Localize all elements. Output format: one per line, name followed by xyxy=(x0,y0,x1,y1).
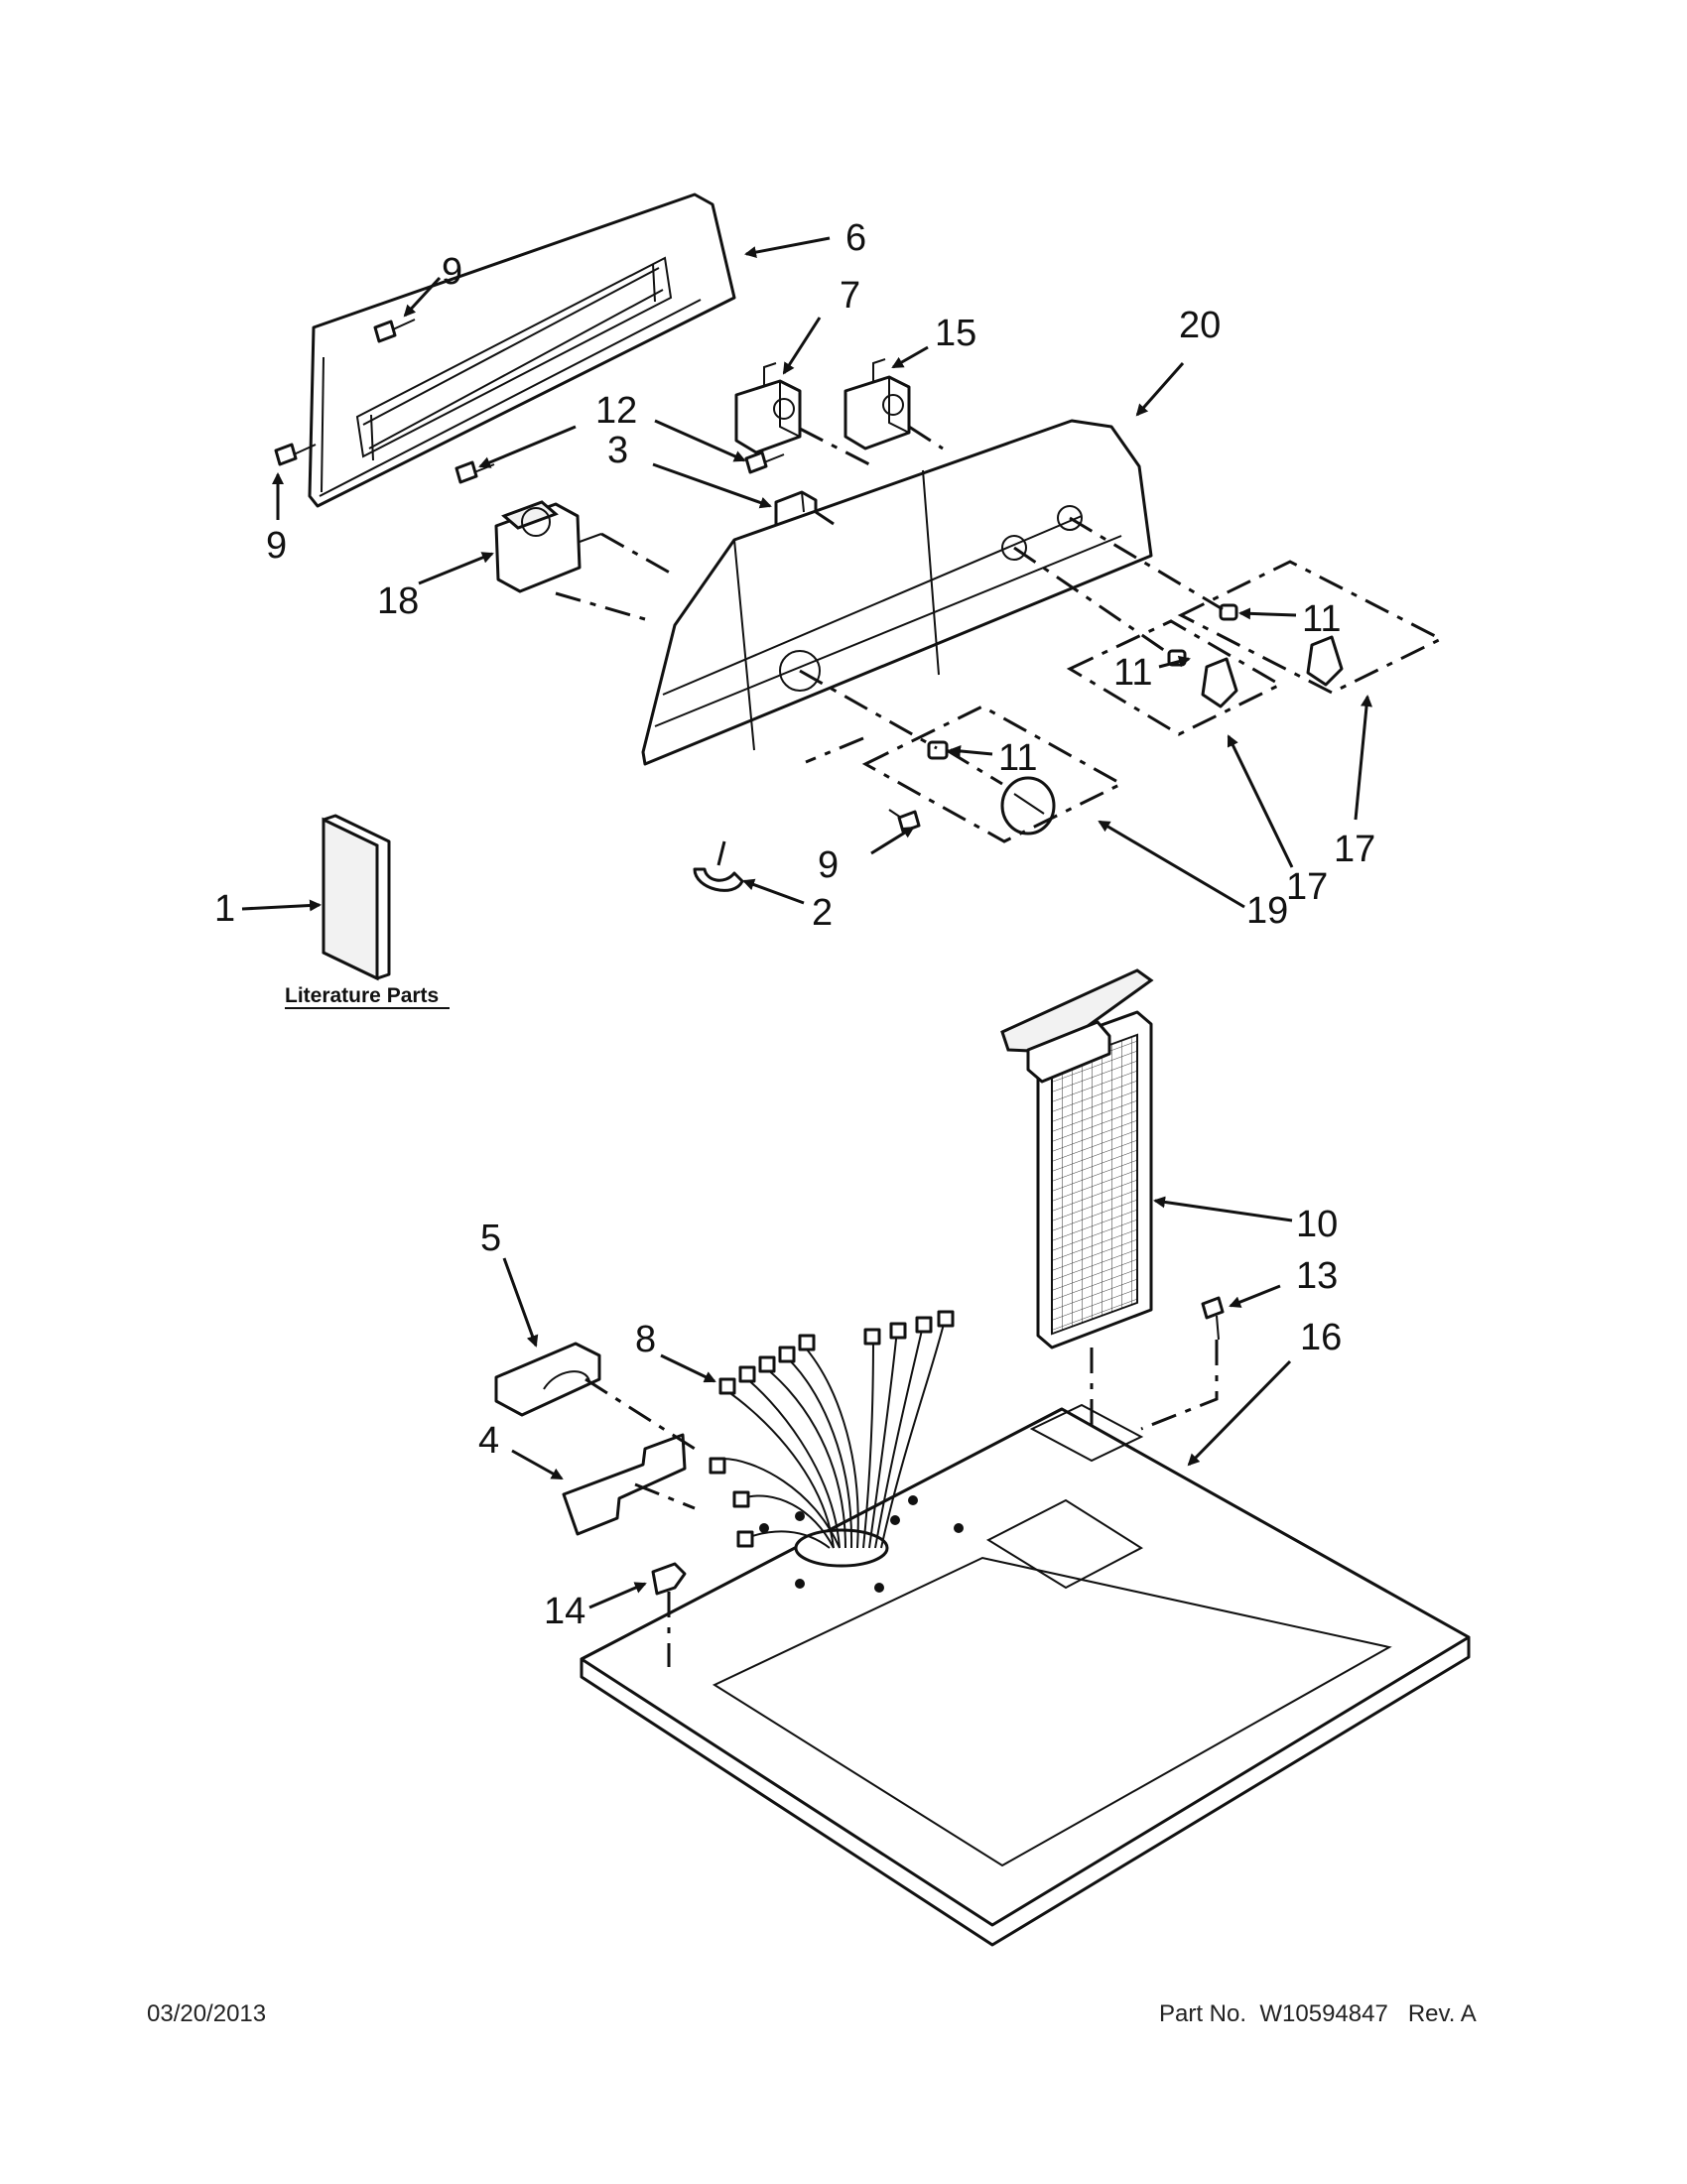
timer-icon xyxy=(494,500,602,593)
footer-date: 03/20/2013 xyxy=(147,2000,267,2027)
callout-11-right: 11 xyxy=(1302,598,1341,640)
callout-19: 19 xyxy=(1246,890,1288,932)
part-no-value: W10594847 xyxy=(1259,2000,1388,2027)
literature-label: Literature Parts xyxy=(285,984,439,1007)
console xyxy=(641,419,1153,766)
callout-2: 2 xyxy=(812,892,833,934)
callout-8: 8 xyxy=(635,1319,656,1360)
callout-18: 18 xyxy=(377,580,419,622)
literature-booklet-icon xyxy=(322,814,391,981)
callout-1: 1 xyxy=(214,888,235,930)
callout-11-middle: 11 xyxy=(1113,652,1152,694)
wire-bracket-icon xyxy=(494,1342,601,1417)
screw-icon xyxy=(1201,1296,1225,1341)
selector-switch-icon xyxy=(734,362,802,454)
knob-icon xyxy=(1201,657,1238,708)
knob-icon xyxy=(1000,776,1056,835)
callout-14: 14 xyxy=(544,1591,585,1632)
bracket-icon xyxy=(693,867,744,892)
callout-11-left: 11 xyxy=(998,737,1037,779)
screw-icon xyxy=(274,443,317,466)
shield-plate-icon xyxy=(562,1433,687,1536)
screw-icon xyxy=(888,809,921,834)
screw-icon xyxy=(454,460,495,484)
callout-10: 10 xyxy=(1296,1204,1338,1245)
callout-9-console: 9 xyxy=(818,844,839,886)
callout-20: 20 xyxy=(1179,305,1221,346)
lint-screen xyxy=(1000,968,1154,1349)
knob-spring-icon xyxy=(1219,603,1238,621)
callout-5: 5 xyxy=(480,1218,501,1259)
callout-13: 13 xyxy=(1296,1255,1338,1297)
top-panel xyxy=(580,1403,1471,1947)
wire-harness-icon xyxy=(709,1310,955,1549)
callout-12: 12 xyxy=(595,390,637,432)
callout-6: 6 xyxy=(845,217,866,259)
callout-4: 4 xyxy=(478,1420,499,1462)
footer-part-number: Part No. W10594847 Rev. A xyxy=(1159,2000,1477,2028)
clip-icon xyxy=(651,1562,687,1596)
screw-icon xyxy=(744,450,785,474)
rear-console-panel xyxy=(308,193,736,508)
revision: Rev. A xyxy=(1407,2000,1477,2027)
callout-15: 15 xyxy=(935,313,976,354)
leader-lines xyxy=(241,236,1373,1609)
callout-17-lower: 17 xyxy=(1286,866,1328,908)
callout-17-upper: 17 xyxy=(1334,829,1375,870)
callout-9-top: 9 xyxy=(442,251,462,293)
selector-switch-icon xyxy=(844,358,911,450)
callout-7: 7 xyxy=(840,275,860,317)
part-no-label: Part No. xyxy=(1159,2000,1247,2027)
callout-3: 3 xyxy=(607,430,628,471)
callout-16: 16 xyxy=(1300,1317,1342,1358)
knob-spring-icon xyxy=(927,740,949,760)
screw-icon xyxy=(373,319,416,343)
callout-9-left: 9 xyxy=(266,525,287,567)
knob-icon xyxy=(1306,635,1344,687)
